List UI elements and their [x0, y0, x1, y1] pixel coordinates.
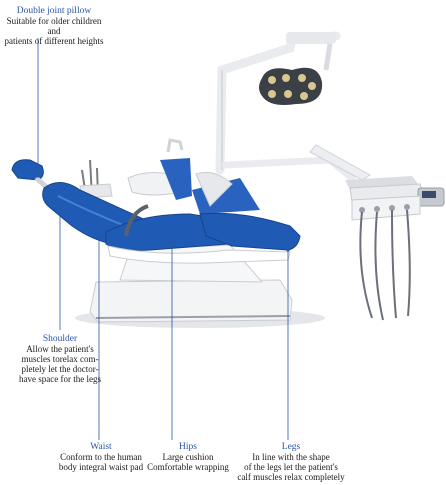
callout-waist: Waist Conform to the human body integral… [54, 442, 148, 472]
armrest [124, 204, 149, 237]
operating-lamp [259, 67, 323, 105]
callout-line: Suitable for older children and [6, 16, 102, 36]
callout-line: Comfortable wrapping [147, 462, 229, 472]
callout-line: Allow the patient's [26, 344, 94, 354]
light-arm-joint [286, 32, 336, 44]
callout-line: patients of different heights [4, 36, 104, 46]
callout-line: have space for the legs [19, 374, 101, 384]
leader-dot-shoulder [58, 206, 62, 210]
callout-shoulder: Shoulder Allow the patient's muscles tor… [12, 334, 108, 384]
leader-lines [37, 38, 289, 440]
delivery-unit [345, 176, 445, 321]
callout-line: of the legs let the patient's [244, 462, 338, 472]
chair-frame [107, 245, 291, 264]
callout-line: In line with the shape [252, 452, 330, 462]
callout-line: body integral waist pad [58, 462, 144, 472]
callout-title-hips: Hips [179, 442, 197, 452]
callout-line: Conform to the human [60, 452, 142, 462]
base-edge [95, 315, 291, 319]
callout-line: pletely let the doctor- [21, 364, 99, 374]
chair-base [89, 279, 293, 323]
callout-hips: Hips Large cushion Comfortable wrapping [136, 442, 240, 472]
callout-line: muscles torelax com- [21, 354, 99, 364]
leader-dot-hips [170, 238, 174, 242]
callout-legs: Legs In line with the shape of the legs … [236, 442, 346, 482]
callout-title-pillow: Double joint pillow [16, 6, 92, 16]
callout-title-waist: Waist [90, 442, 112, 452]
leader-dot-waist [97, 226, 101, 230]
callout-title-shoulder: Shoulder [42, 334, 78, 344]
light-arm-drop [323, 43, 333, 71]
leader-dots [36, 174, 290, 252]
armrest-housing [195, 171, 233, 207]
leader-dot-legs [286, 248, 290, 252]
callout-line: Large cushion [162, 452, 214, 462]
callout-double-joint-pillow: Double joint pillow Suitable for older c… [4, 6, 104, 46]
callout-title-legs: Legs [281, 442, 301, 452]
callout-line: calf muscles relax completely [237, 472, 345, 482]
leader-dot-pillow [36, 174, 40, 178]
water-unit [127, 138, 260, 214]
